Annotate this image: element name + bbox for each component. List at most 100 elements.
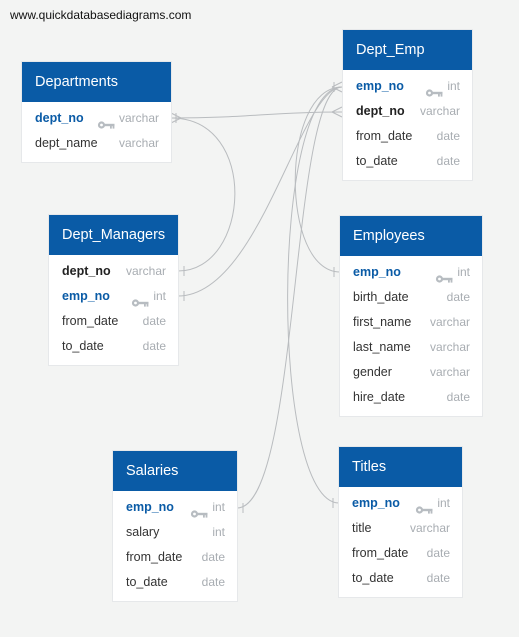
- table-dept-managers[interactable]: Dept_Managers dept_no varchar emp_no int fro…: [49, 215, 178, 365]
- link-deptemp-titles: [287, 86, 343, 504]
- site-url[interactable]: www.quickdatabasediagrams.com: [10, 8, 192, 22]
- primary-key-icon: [435, 268, 453, 283]
- table-header[interactable]: Dept_Emp: [343, 30, 472, 70]
- field-name: from_date: [356, 129, 413, 143]
- field-row[interactable]: to_date date: [49, 334, 178, 359]
- field-type: date: [446, 290, 470, 304]
- link-deptemp-salaries: [236, 86, 343, 509]
- field-type: varchar: [118, 136, 159, 150]
- field-name: emp_no: [356, 79, 404, 93]
- table-header[interactable]: Departments: [22, 62, 171, 102]
- field-row[interactable]: dept_no varchar: [343, 99, 472, 124]
- field-name: emp_no: [353, 265, 401, 279]
- field-type: date: [426, 571, 450, 585]
- field-name: emp_no: [62, 289, 110, 303]
- field-name: to_date: [352, 571, 394, 585]
- field-type: int: [212, 525, 225, 539]
- field-type: int: [457, 265, 470, 279]
- crowfoot-dept-emp-dept-no: [331, 106, 343, 118]
- field-row[interactable]: to_date date: [343, 149, 472, 174]
- field-name: to_date: [62, 339, 104, 353]
- field-type: date: [436, 154, 460, 168]
- field-type: int: [212, 500, 225, 514]
- primary-key-icon: [415, 499, 433, 514]
- field-row[interactable]: emp_no int: [49, 284, 178, 309]
- field-row[interactable]: last_name varchar: [340, 335, 482, 360]
- field-row[interactable]: emp_no int: [113, 495, 237, 520]
- field-name: dept_name: [35, 136, 98, 150]
- field-type: date: [142, 314, 166, 328]
- field-row[interactable]: birth_date date: [340, 285, 482, 310]
- table-dept-emp[interactable]: Dept_Emp emp_no int dept_no varchar from_dat…: [343, 30, 472, 180]
- field-row[interactable]: to_date date: [339, 566, 462, 591]
- field-name: dept_no: [35, 111, 84, 125]
- field-name: birth_date: [353, 290, 409, 304]
- field-name: from_date: [62, 314, 119, 328]
- field-name: dept_no: [62, 264, 111, 278]
- field-type: varchar: [125, 264, 166, 278]
- field-name: title: [352, 521, 372, 535]
- field-row[interactable]: dept_no varchar: [49, 259, 178, 284]
- link-deptemp-deptmanagers: [177, 86, 343, 297]
- field-name: last_name: [353, 340, 411, 354]
- field-row[interactable]: from_date date: [339, 541, 462, 566]
- field-row[interactable]: dept_name varchar: [22, 131, 171, 156]
- field-row[interactable]: dept_no varchar: [22, 106, 171, 131]
- field-row[interactable]: title varchar: [339, 516, 462, 541]
- field-type: date: [446, 390, 470, 404]
- field-row[interactable]: from_date date: [343, 124, 472, 149]
- field-type: varchar: [429, 315, 470, 329]
- link-departments-dept-emp: [170, 111, 343, 119]
- field-type: date: [201, 550, 225, 564]
- field-type: date: [426, 546, 450, 560]
- field-row[interactable]: emp_no int: [339, 491, 462, 516]
- field-type: int: [437, 496, 450, 510]
- field-type: int: [153, 289, 166, 303]
- field-row[interactable]: emp_no int: [343, 74, 472, 99]
- crowfoot-dept-emp-emp-no: [331, 81, 343, 93]
- marker-departments-dept-no: [170, 112, 182, 124]
- table-header[interactable]: Titles: [339, 447, 462, 487]
- field-row[interactable]: from_date date: [49, 309, 178, 334]
- field-row[interactable]: first_name varchar: [340, 310, 482, 335]
- field-name: emp_no: [126, 500, 174, 514]
- field-name: to_date: [126, 575, 168, 589]
- field-type: int: [447, 79, 460, 93]
- field-row[interactable]: to_date date: [113, 570, 237, 595]
- field-name: to_date: [356, 154, 398, 168]
- field-type: varchar: [429, 340, 470, 354]
- link-deptemp-employees: [294, 86, 343, 273]
- table-header[interactable]: Employees: [340, 216, 482, 256]
- primary-key-icon: [97, 114, 115, 129]
- field-type: varchar: [419, 104, 460, 118]
- field-name: gender: [353, 365, 392, 379]
- field-row[interactable]: emp_no int: [340, 260, 482, 285]
- field-type: varchar: [409, 521, 450, 535]
- table-header[interactable]: Dept_Managers: [49, 215, 178, 255]
- field-type: date: [142, 339, 166, 353]
- field-name: from_date: [352, 546, 409, 560]
- field-type: date: [201, 575, 225, 589]
- field-type: varchar: [118, 111, 159, 125]
- field-name: emp_no: [352, 496, 400, 510]
- field-name: first_name: [353, 315, 412, 329]
- table-header[interactable]: Salaries: [113, 451, 237, 491]
- field-type: date: [436, 129, 460, 143]
- link-departments-dept-managers: [170, 117, 236, 272]
- field-name: dept_no: [356, 104, 405, 118]
- primary-key-icon: [131, 292, 149, 307]
